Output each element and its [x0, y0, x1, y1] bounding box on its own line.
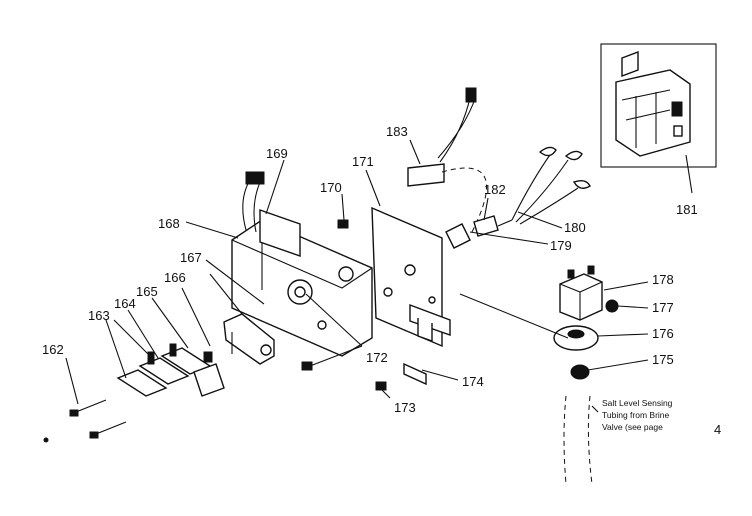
label-175: 175 — [652, 352, 674, 367]
label-180: 180 — [564, 220, 586, 235]
label-172: 172 — [366, 350, 388, 365]
label-167: 167 — [180, 250, 202, 265]
inset-switch-181 — [600, 43, 717, 194]
note-line-3: Valve (see page — [602, 422, 663, 432]
label-170: 170 — [320, 180, 342, 195]
label-165: 165 — [136, 284, 158, 299]
page-reference: 4 — [714, 422, 721, 437]
note-line-2: Tubing from Brine — [602, 410, 670, 420]
label-173: 173 — [394, 400, 416, 415]
nut-175 — [570, 364, 590, 380]
label-178: 178 — [652, 272, 674, 287]
wire-harness-183 — [407, 87, 487, 233]
screw-173 — [375, 381, 387, 391]
leader-lines — [65, 139, 649, 413]
tubing — [563, 395, 593, 485]
clip-174 — [403, 362, 427, 386]
connector-182 — [473, 215, 513, 237]
label-169: 169 — [266, 146, 288, 161]
label-163: 163 — [88, 308, 110, 323]
label-177: 177 — [652, 300, 674, 315]
salt-sensor-178 — [559, 265, 603, 321]
base-176 — [553, 325, 599, 351]
label-183: 183 — [386, 124, 408, 139]
label-164: 164 — [114, 296, 136, 311]
label-174: 174 — [462, 374, 484, 389]
timer-motor-168 — [231, 171, 373, 357]
label-179: 179 — [550, 238, 572, 253]
label-166: 166 — [164, 270, 186, 285]
label-171: 171 — [352, 154, 374, 169]
connector-179 — [445, 223, 471, 249]
screw-162-upper — [69, 399, 107, 417]
screw-162-lower — [89, 421, 127, 439]
label-176: 176 — [652, 326, 674, 341]
label-181: 181 — [676, 202, 698, 217]
mounting-plate-171 — [371, 206, 451, 348]
screw-172 — [301, 361, 313, 371]
label-162: 162 — [42, 342, 64, 357]
label-182: 182 — [484, 182, 506, 197]
stray-dot — [43, 437, 49, 443]
label-168: 168 — [158, 216, 180, 231]
washer-177 — [605, 299, 619, 313]
note-line-1: Salt Level Sensing — [602, 398, 673, 408]
switch-stack-163 — [116, 343, 225, 397]
wire-leads-180 — [511, 146, 591, 225]
screw-170 — [337, 219, 349, 229]
